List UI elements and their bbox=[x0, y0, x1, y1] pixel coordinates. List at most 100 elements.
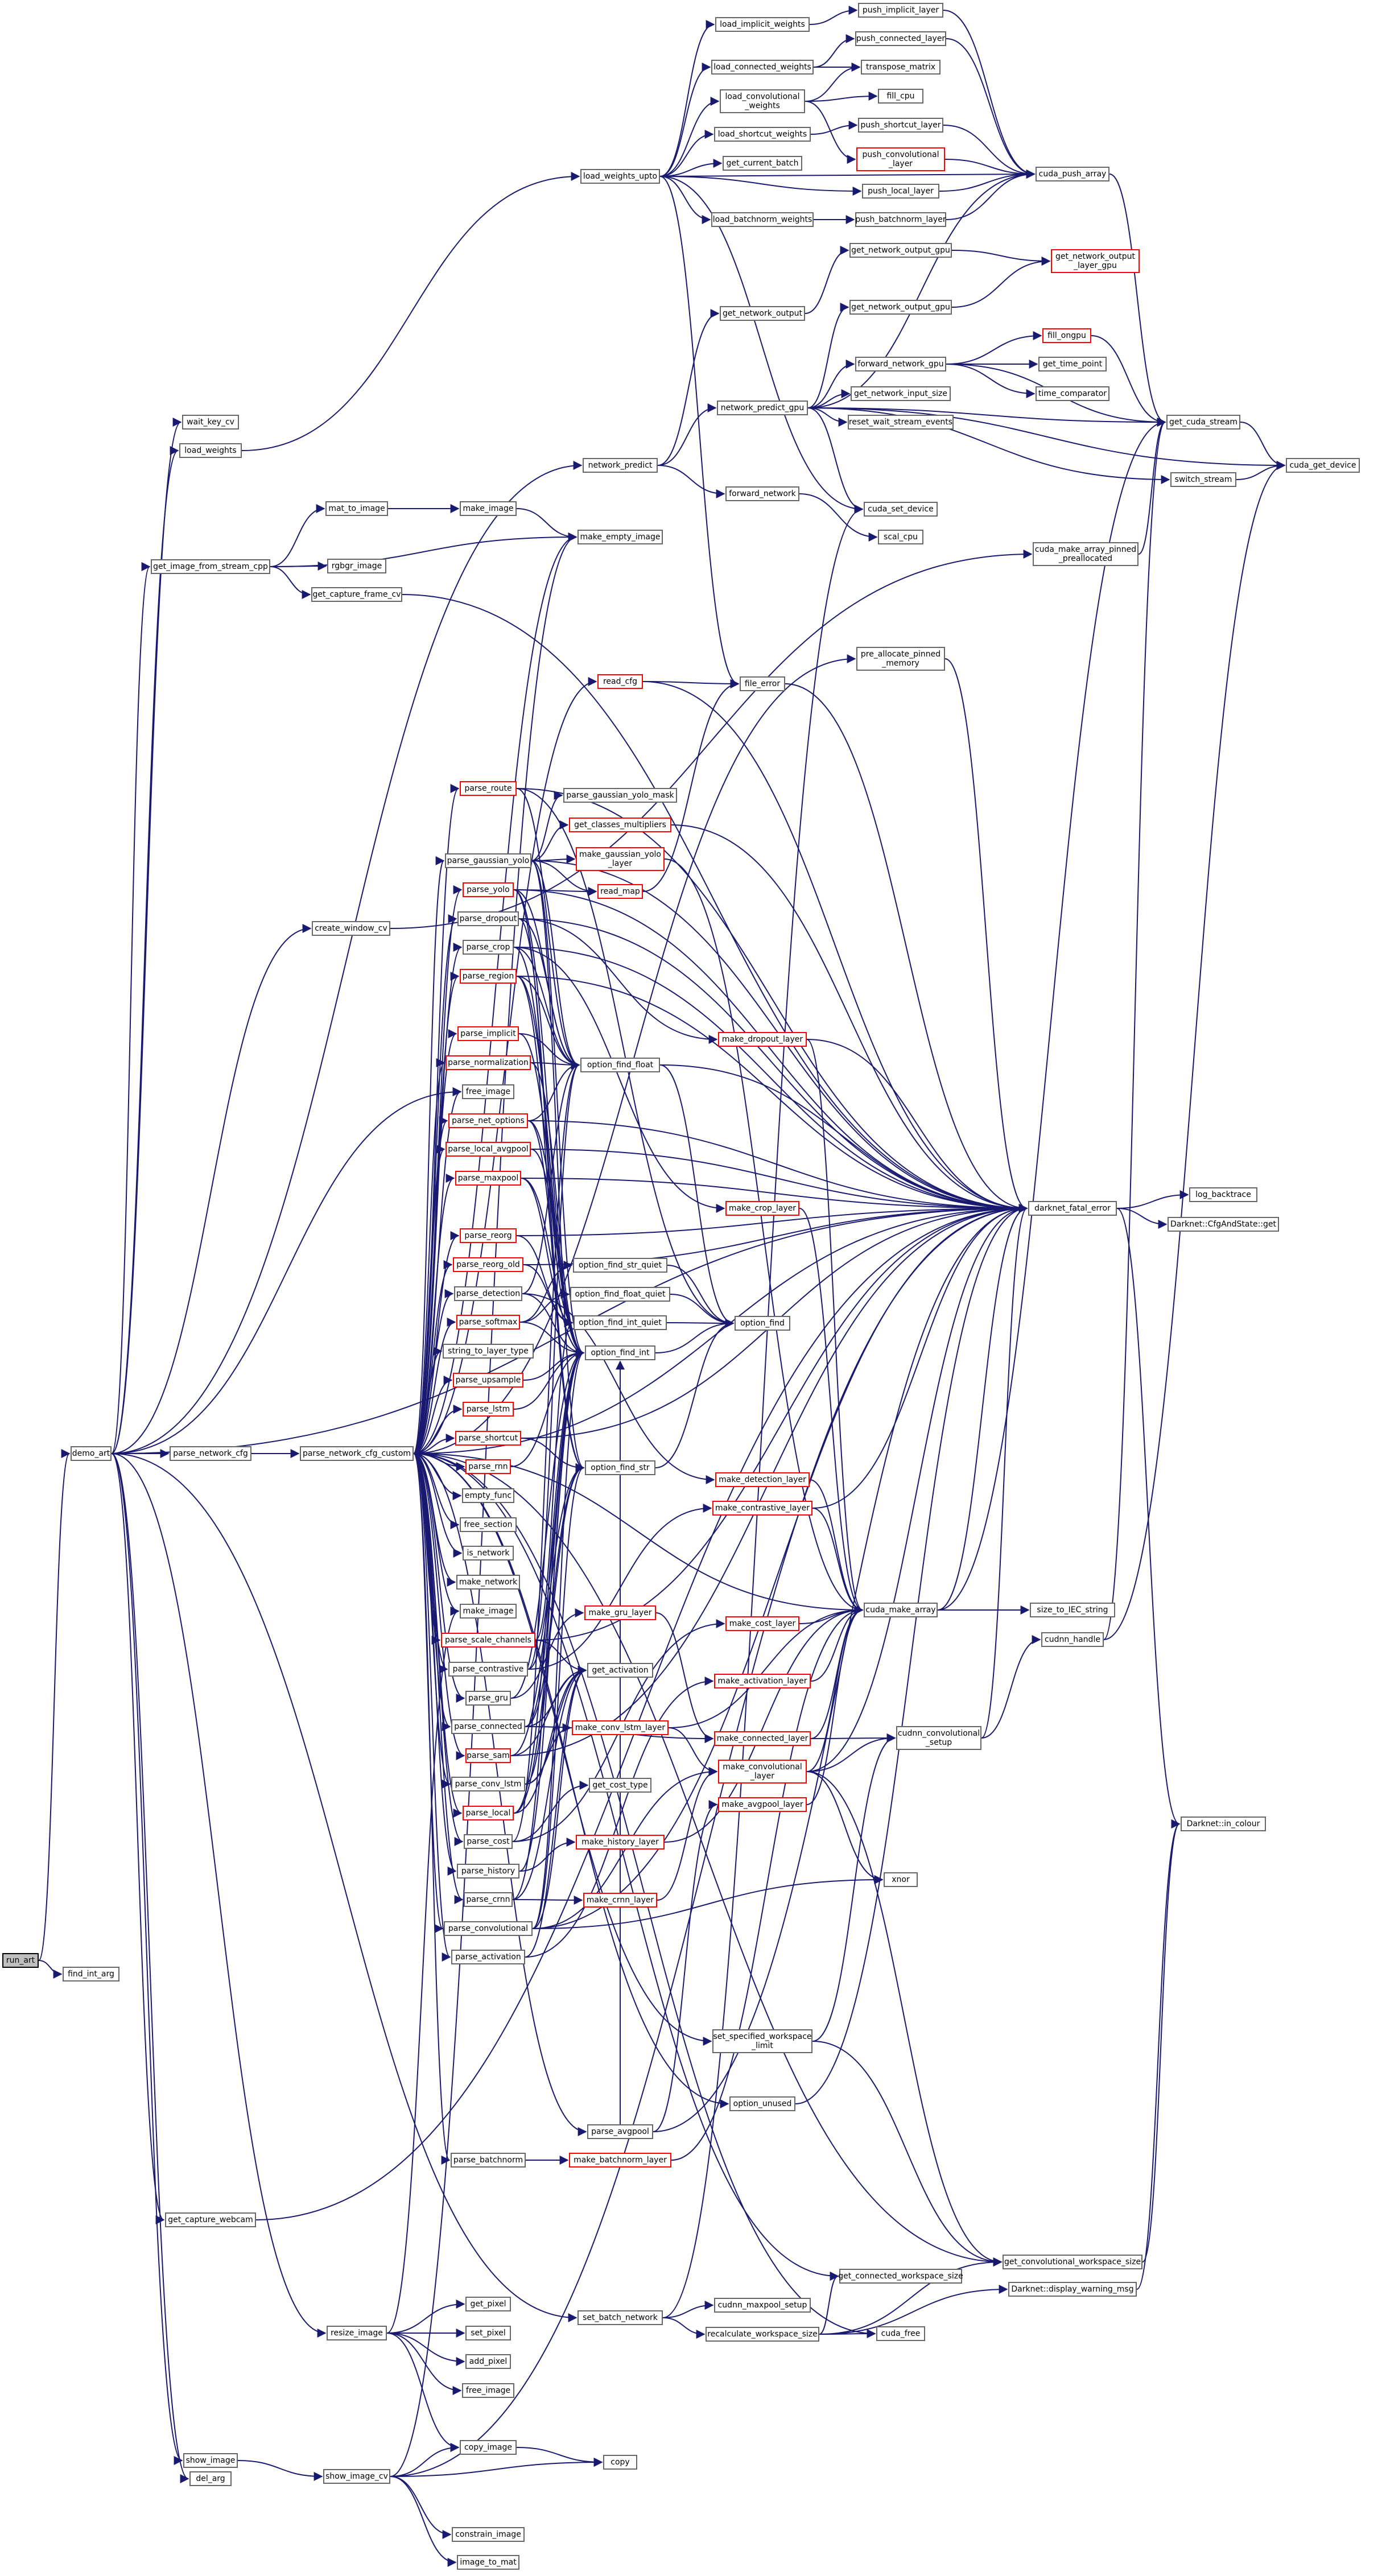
node-option-find-str[interactable]: option_find_str bbox=[585, 1460, 655, 1475]
node-load-shortcut-weights[interactable]: load_shortcut_weights bbox=[714, 127, 811, 142]
node-make-network[interactable]: make_network bbox=[456, 1575, 520, 1590]
node-option-find-int-quiet[interactable]: option_find_int_quiet bbox=[574, 1315, 667, 1330]
node-parse-region[interactable]: parse_region bbox=[460, 969, 517, 984]
node-set-specified-workspace-limit[interactable]: set_specified_workspace _limit bbox=[712, 2029, 812, 2053]
node-parse-activation[interactable]: parse_activation bbox=[451, 1950, 525, 1964]
node-parse-gaussian-yolo-mask[interactable]: parse_gaussian_yolo_mask bbox=[563, 788, 677, 803]
node-make-contrastive-layer[interactable]: make_contrastive_layer bbox=[712, 1501, 812, 1516]
node-image-to-mat[interactable]: image_to_mat bbox=[457, 2555, 519, 2570]
node-forward-network[interactable]: forward_network bbox=[725, 486, 799, 501]
node-make-image-a[interactable]: make_image bbox=[460, 501, 517, 516]
node-option-find-int[interactable]: option_find_int bbox=[585, 1345, 655, 1360]
node-get-current-batch[interactable]: get_current_batch bbox=[723, 156, 802, 171]
node-empty-func[interactable]: empty_func bbox=[462, 1488, 514, 1503]
node-cuda-make-array-pinned-preallocated[interactable]: cuda_make_array_pinned _preallocated bbox=[1033, 542, 1138, 566]
node-free-section[interactable]: free_section bbox=[460, 1517, 517, 1532]
node-file-error[interactable]: file_error bbox=[740, 676, 785, 691]
node-make-gaussian-yolo-layer[interactable]: make_gaussian_yolo _layer bbox=[576, 847, 665, 871]
node-constrain-image[interactable]: constrain_image bbox=[452, 2527, 525, 2542]
node-push-shortcut-layer[interactable]: push_shortcut_layer bbox=[858, 118, 943, 133]
node-parse-route[interactable]: parse_route bbox=[460, 781, 517, 796]
node-rgbgr-image[interactable]: rgbgr_image bbox=[327, 559, 386, 573]
node-xnor[interactable]: xnor bbox=[884, 1872, 918, 1887]
node-cuda-free[interactable]: cuda_free bbox=[876, 2326, 925, 2341]
node-free-image-b[interactable]: free_image bbox=[462, 2383, 514, 2398]
node-get-pixel[interactable]: get_pixel bbox=[465, 2297, 511, 2311]
node-network-predict-gpu[interactable]: network_predict_gpu bbox=[717, 401, 808, 415]
node-push-convolutional-layer[interactable]: push_convolutional _layer bbox=[856, 147, 945, 171]
node-parse-gru[interactable]: parse_gru bbox=[465, 1691, 511, 1706]
node-load-weights[interactable]: load_weights bbox=[179, 443, 242, 458]
node-cudnn-maxpool-setup[interactable]: cudnn_maxpool_setup bbox=[714, 2298, 811, 2313]
node-size-to-iec-string[interactable]: size_to_IEC_string bbox=[1030, 1603, 1115, 1617]
node-reset-wait-stream-events[interactable]: reset_wait_stream_events bbox=[848, 415, 954, 430]
node-cuda-set-device[interactable]: cuda_set_device bbox=[864, 502, 938, 517]
node-parse-yolo[interactable]: parse_yolo bbox=[463, 882, 514, 897]
node-parse-contrastive[interactable]: parse_contrastive bbox=[448, 1662, 528, 1677]
node-demo-art[interactable]: demo_art bbox=[71, 1446, 112, 1461]
node-fill-ongpu[interactable]: fill_ongpu bbox=[1042, 328, 1091, 343]
node-time-comparator[interactable]: time_comparator bbox=[1036, 386, 1109, 401]
node-make-empty-image[interactable]: make_empty_image bbox=[578, 530, 663, 544]
node-make-detection-layer[interactable]: make_detection_layer bbox=[715, 1472, 810, 1487]
node-parse-dropout[interactable]: parse_dropout bbox=[457, 911, 519, 926]
node-make-activation-layer[interactable]: make_activation_layer bbox=[714, 1674, 811, 1689]
node-parse-network-cfg[interactable]: parse_network_cfg bbox=[170, 1446, 251, 1461]
node-find-int-arg[interactable]: find_int_arg bbox=[63, 1967, 119, 1981]
node-make-conv-lstm-layer[interactable]: make_conv_lstm_layer bbox=[572, 1720, 669, 1735]
node-get-cost-type[interactable]: get_cost_type bbox=[589, 1778, 651, 1793]
node-parse-reorg-old[interactable]: parse_reorg_old bbox=[453, 1257, 523, 1272]
node-parse-crop[interactable]: parse_crop bbox=[463, 940, 514, 955]
node-get-network-output[interactable]: get_network_output bbox=[720, 306, 805, 321]
node-parse-scale-channels[interactable]: parse_scale_channels bbox=[441, 1633, 535, 1648]
node-parse-lstm[interactable]: parse_lstm bbox=[463, 1402, 514, 1417]
node-parse-cost[interactable]: parse_cost bbox=[464, 1834, 513, 1849]
node-darknet-fatal-error[interactable]: darknet_fatal_error bbox=[1028, 1201, 1117, 1216]
node-copy[interactable]: copy bbox=[603, 2455, 637, 2470]
node-parse-normalization[interactable]: parse_normalization bbox=[446, 1055, 531, 1070]
node-get-network-output-gpu[interactable]: get_network_output_gpu bbox=[849, 243, 952, 258]
node-parse-upsample[interactable]: parse_upsample bbox=[453, 1373, 523, 1388]
node-get-connected-workspace-size[interactable]: get_connected_workspace_size bbox=[838, 2269, 963, 2284]
node-pre-allocate-pinned-memory[interactable]: pre_allocate_pinned _memory bbox=[856, 647, 945, 671]
node-forward-network-gpu[interactable]: forward_network_gpu bbox=[855, 357, 946, 371]
node-parse-batchnorm[interactable]: parse_batchnorm bbox=[451, 2153, 526, 2168]
node-fill-cpu[interactable]: fill_cpu bbox=[878, 89, 923, 104]
node-load-weights-upto[interactable]: load_weights_upto bbox=[580, 169, 660, 184]
node-make-batchnorm-layer[interactable]: make_batchnorm_layer bbox=[569, 2153, 671, 2168]
node-parse-connected[interactable]: parse_connected bbox=[451, 1719, 525, 1734]
node-option-unused[interactable]: option_unused bbox=[729, 2096, 795, 2111]
node-get-cuda-stream[interactable]: get_cuda_stream bbox=[1166, 415, 1240, 430]
node-parse-history[interactable]: parse_history bbox=[457, 1864, 519, 1879]
node-cuda-get-device[interactable]: cuda_get_device bbox=[1286, 458, 1360, 473]
node-make-convolutional-layer[interactable]: make_convolutional _layer bbox=[718, 1760, 807, 1784]
node-free-image[interactable]: free_image bbox=[462, 1084, 514, 1099]
node-make-crnn-layer[interactable]: make_crnn_layer bbox=[583, 1893, 657, 1908]
node-get-activation[interactable]: get_activation bbox=[587, 1663, 653, 1678]
node-transpose-matrix[interactable]: transpose_matrix bbox=[861, 60, 940, 75]
node-string-to-layer-type[interactable]: string_to_layer_type bbox=[443, 1344, 534, 1359]
node-get-network-output-gpu-b[interactable]: get_network_output_gpu bbox=[849, 300, 952, 315]
node-get-network-input-size[interactable]: get_network_input_size bbox=[851, 386, 951, 401]
node-parse-avgpool[interactable]: parse_avgpool bbox=[587, 2124, 653, 2139]
node-parse-net-options[interactable]: parse_net_options bbox=[448, 1113, 528, 1128]
node-darknet-display-warning-msg[interactable]: Darknet::display_warning_msg bbox=[1008, 2282, 1137, 2297]
node-del-arg[interactable]: del_arg bbox=[189, 2471, 232, 2486]
node-get-image-from-stream-cpp[interactable]: get_image_from_stream_cpp bbox=[151, 559, 270, 574]
node-get-network-output-layer-gpu[interactable]: get_network_output _layer_gpu bbox=[1051, 249, 1140, 273]
node-make-crop-layer[interactable]: make_crop_layer bbox=[725, 1201, 799, 1216]
node-cuda-push-array[interactable]: cuda_push_array bbox=[1036, 167, 1109, 181]
node-push-batchnorm-layer[interactable]: push_batchnorm_layer bbox=[855, 212, 946, 227]
node-load-batchnorm-weights[interactable]: load_batchnorm_weights bbox=[711, 212, 814, 227]
node-darknet-cfgandstate-get[interactable]: Darknet::CfgAndState::get bbox=[1168, 1217, 1279, 1232]
node-is-network[interactable]: is_network bbox=[463, 1546, 514, 1561]
node-set-batch-network[interactable]: set_batch_network bbox=[578, 2310, 663, 2325]
node-cuda-make-array[interactable]: cuda_make_array bbox=[864, 1603, 938, 1617]
node-parse-convolutional[interactable]: parse_convolutional bbox=[444, 1921, 533, 1936]
node-add-pixel[interactable]: add_pixel bbox=[465, 2354, 511, 2369]
node-wait-key-cv[interactable]: wait_key_cv bbox=[182, 415, 239, 430]
node-mat-to-image[interactable]: mat_to_image bbox=[325, 501, 388, 516]
node-parse-gaussian-yolo[interactable]: parse_gaussian_yolo bbox=[445, 853, 531, 868]
node-parse-crnn[interactable]: parse_crnn bbox=[464, 1892, 513, 1907]
node-parse-network-cfg-custom[interactable]: parse_network_cfg_custom bbox=[300, 1446, 414, 1461]
